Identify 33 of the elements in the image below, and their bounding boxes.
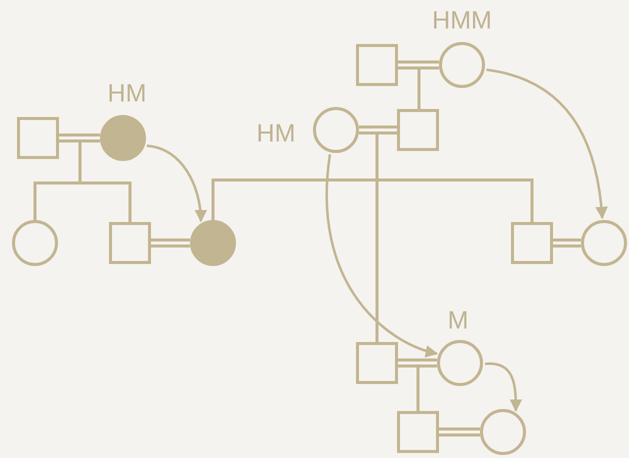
descent-line: [418, 68, 420, 109]
curved-arrow: [326, 154, 438, 357]
marriage-line: [58, 134, 102, 142]
marriage-line: [150, 238, 192, 248]
female-circle: [313, 107, 359, 153]
male-square: [397, 411, 439, 453]
male-square: [511, 222, 553, 264]
female-circle: [12, 220, 58, 266]
descent-line: [78, 141, 132, 222]
male-square: [109, 222, 151, 264]
descent-line: [416, 366, 420, 411]
pedigree-label: HM: [256, 120, 296, 148]
male-square: [397, 109, 439, 151]
marriage-line: [552, 238, 582, 248]
pedigree-label: HMM: [432, 6, 492, 36]
curved-arrow: [146, 144, 207, 222]
curved-arrow: [484, 362, 522, 412]
marriage-line: [396, 60, 440, 70]
male-square: [17, 117, 59, 159]
female-circle: [437, 340, 483, 386]
marriage-line: [396, 358, 438, 368]
female-circle: [480, 409, 526, 455]
male-square: [356, 342, 398, 384]
pedigree-label: M: [448, 306, 468, 336]
marriage-line: [358, 126, 398, 134]
female-circle: [439, 42, 485, 88]
female-circle: [581, 220, 627, 266]
marriage-line: [438, 428, 482, 436]
male-square: [356, 44, 398, 86]
affected-female-circle: [190, 220, 236, 266]
curved-arrow: [486, 68, 608, 220]
affected-female-circle: [100, 115, 146, 161]
pedigree-label: HM: [108, 80, 146, 108]
